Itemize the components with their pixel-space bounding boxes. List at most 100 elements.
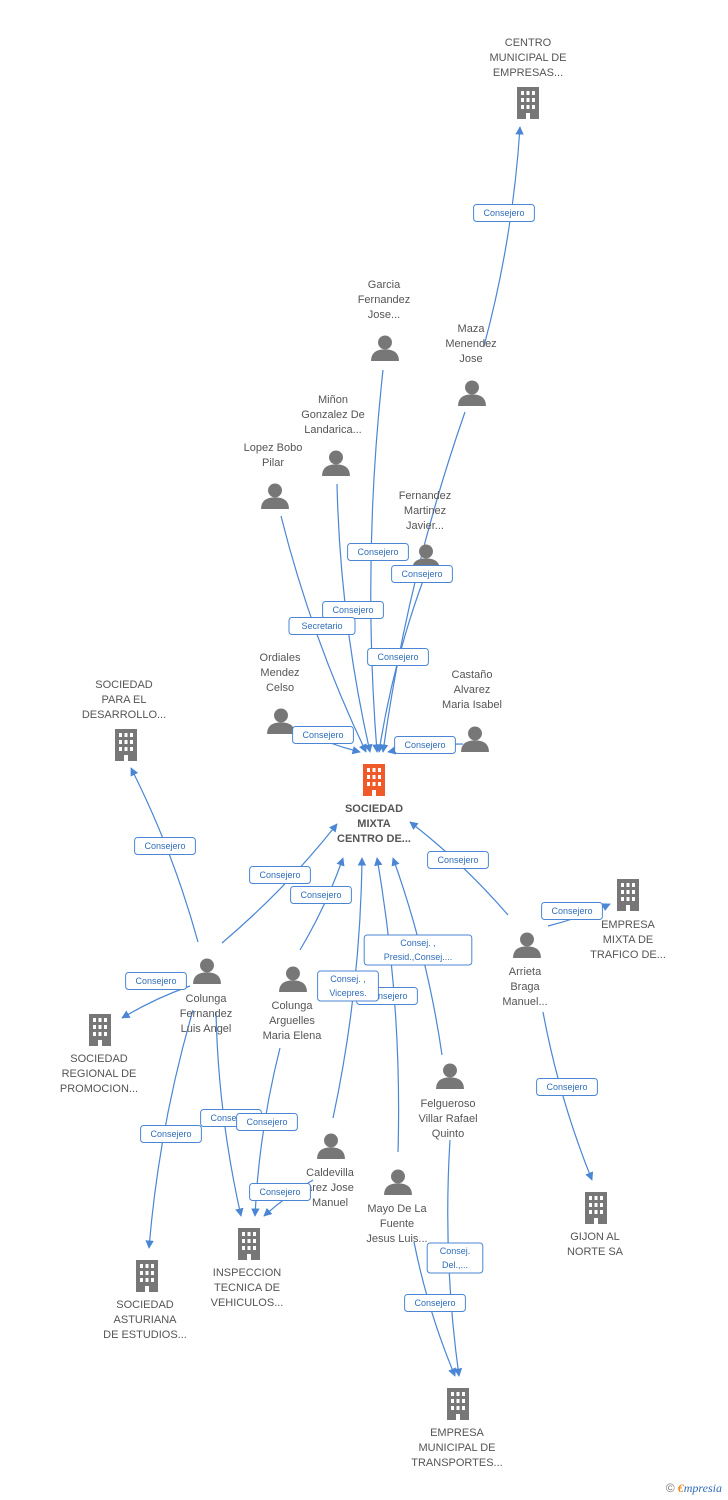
person-label-garcia-line: Garcia: [368, 279, 401, 291]
relation-label: Consejero: [300, 890, 341, 900]
company-label-sociedad_regional-line: PROMOCION...: [60, 1083, 138, 1095]
relation-box-r_lopez[interactable]: Secretario: [288, 617, 356, 635]
relation-label: Consej.Del.,...: [440, 1246, 471, 1270]
relation-label: Consejero: [366, 991, 407, 1001]
person-icon: [279, 966, 307, 992]
relation-box-r_ca_center[interactable]: Consejero: [290, 886, 352, 904]
person-label-maza-line: Jose: [459, 353, 482, 365]
relation-box-frame: [347, 543, 409, 561]
relation-box-r_caldevilla_inspeccion[interactable]: Consejero: [249, 1183, 311, 1201]
person-label-minon-line: Gonzalez De: [301, 409, 365, 421]
relation-label: Consejero: [546, 1082, 587, 1092]
relation-box-r_felgueroso_center[interactable]: Consej. ,Presid.,Consej....: [363, 934, 473, 966]
person-label-minon-line: Landarica...: [304, 424, 361, 436]
person-label-caldevilla-line: arez Jose: [306, 1182, 354, 1194]
relation-box-r_mayo_emt[interactable]: Consejero: [404, 1294, 466, 1312]
relation-box-r_ca_inspeccion[interactable]: Consejero: [236, 1113, 298, 1131]
relation-box-r_cf_regional[interactable]: Consejero: [125, 972, 187, 990]
relation-box-frame: [125, 972, 187, 990]
relation-label-line: Consejero: [357, 547, 398, 557]
relation-label: Consejero: [414, 1298, 455, 1308]
person-label-caldevilla-line: Caldevilla: [306, 1167, 355, 1179]
person-label-colunga_arguelles-line: Maria Elena: [263, 1030, 323, 1042]
relation-box-r_maza[interactable]: Consejero: [391, 565, 453, 583]
person-label-maza-line: Maza: [458, 323, 486, 335]
relation-box-r_arrieta_center[interactable]: Consejero: [427, 851, 489, 869]
person-label-lopez-line: Pilar: [262, 457, 284, 469]
relation-box-r_cf_asturiana[interactable]: Consejero: [140, 1125, 202, 1143]
relation-box-r_felgueroso_emt[interactable]: Consej.Del.,...: [426, 1242, 484, 1274]
relation-label-line: Vicepres.: [329, 988, 366, 998]
person-label-colunga_fernandez-line: Fernandez: [180, 1008, 233, 1020]
relation-label: Consejero: [377, 652, 418, 662]
relation-label: Consejero: [401, 569, 442, 579]
relation-label-line: Consejero: [401, 569, 442, 579]
person-label-arrieta-line: Manuel...: [502, 996, 547, 1008]
person-icon: [261, 483, 289, 509]
person-label-fernandez_martinez-line: Fernandez: [399, 490, 452, 502]
company-label-sociedad_asturiana-line: SOCIEDAD: [116, 1299, 174, 1311]
relation-box-frame: [249, 1183, 311, 1201]
person-label-ordiales-line: Ordiales: [260, 652, 301, 664]
relation-box-r_fernandez[interactable]: Consejero: [367, 648, 429, 666]
person-label-garcia-line: Jose...: [368, 309, 400, 321]
relation-box-r_ordiales[interactable]: Consejero: [292, 726, 354, 744]
relation-box-r_minon[interactable]: Consejero: [322, 601, 384, 619]
person-label-felgueroso-line: Villar Rafael: [418, 1113, 477, 1125]
person-icon: [317, 1133, 345, 1159]
relation-label-line: Consej.: [440, 1246, 471, 1256]
company-label-sociedad_asturiana-line: ASTURIANA: [114, 1314, 178, 1326]
person-label-felgueroso-line: Quinto: [432, 1128, 464, 1140]
relation-box-r_cf_center[interactable]: Consejero: [249, 866, 311, 884]
person-icon: [513, 932, 541, 958]
company-label-inspeccion_tecnica-line: TECNICA DE: [214, 1282, 280, 1294]
relation-label: Consejero: [551, 906, 592, 916]
person-label-castano-line: Alvarez: [454, 684, 491, 696]
relation-box-r_arrieta_trafico[interactable]: Consejero: [541, 902, 603, 920]
company-label-sociedad_asturiana-line: DE ESTUDIOS...: [103, 1329, 187, 1341]
relation-label: Consejero: [404, 740, 445, 750]
company-node-sociedad_asturiana[interactable]: SOCIEDAD ASTURIANA DE ESTUDIOS...: [103, 1260, 187, 1341]
relation-box-r_garcia[interactable]: Consejero: [347, 543, 409, 561]
relation-label-line: Consejero: [302, 730, 343, 740]
company-label-sociedad_desarrollo-line: PARA EL: [101, 694, 146, 706]
relation-box-frame: [290, 886, 352, 904]
person-label-colunga_fernandez-line: Colunga: [186, 993, 228, 1005]
relation-box-frame: [404, 1294, 466, 1312]
relation-box-r_maza_centro[interactable]: Consejero: [473, 204, 535, 222]
relation-label-line: Consejero: [366, 991, 407, 1001]
relation-box-r_cf_desarrollo[interactable]: Consejero: [134, 837, 196, 855]
relation-box-r_caldevilla_center[interactable]: Consej. ,Vicepres.: [317, 970, 379, 1002]
relation-box-r_castano[interactable]: Consejero: [394, 736, 456, 754]
relation-box-r_arrieta_gijon[interactable]: Consejero: [536, 1078, 598, 1096]
person-icon: [322, 450, 350, 476]
relation-label: Consejero: [357, 547, 398, 557]
center-company-label-line: MIXTA: [357, 818, 390, 830]
